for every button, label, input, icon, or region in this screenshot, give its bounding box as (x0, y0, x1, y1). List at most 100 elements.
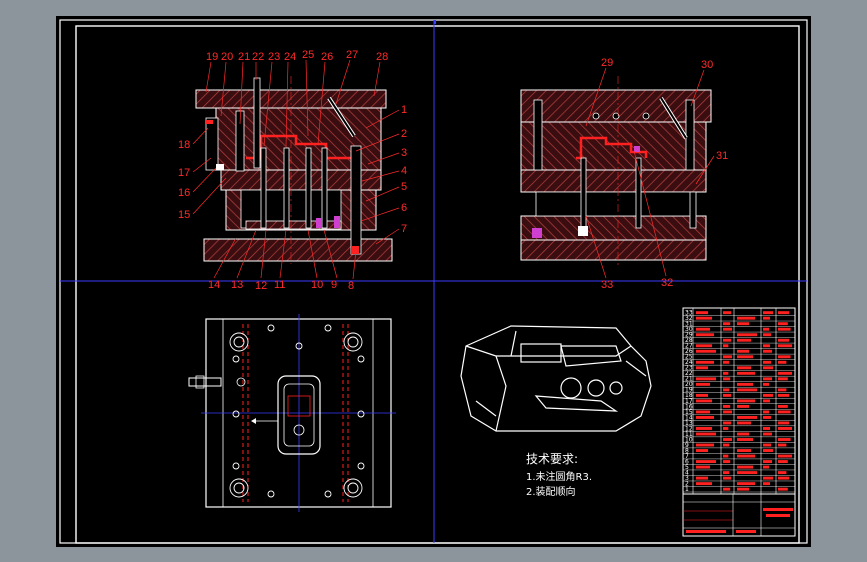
label-21: 21 (238, 51, 250, 63)
front-view-labels: 19 20 21 22 23 24 25 26 27 28 1 2 3 4 5 … (178, 49, 407, 292)
bom-cell-text (723, 344, 729, 348)
bom-cell-text (696, 311, 708, 315)
bom-cell-text (778, 327, 791, 331)
bom-cell-text (696, 377, 716, 381)
bom-cell-text (778, 476, 790, 480)
bom-cell-text (696, 443, 714, 447)
label-15: 15 (178, 209, 190, 221)
label-32: 32 (661, 277, 673, 289)
bom-cell-text (723, 460, 731, 464)
bom-cell-text (778, 404, 788, 408)
label-31: 31 (716, 150, 728, 162)
label-4: 4 (401, 165, 407, 177)
bom-cell-text (723, 443, 730, 447)
bom-cell-text (723, 388, 730, 392)
bom-cell-text (696, 415, 714, 419)
bom-row-number: 8 (685, 447, 689, 454)
bom-cell-text (763, 360, 771, 364)
product-isometric (460, 325, 652, 432)
bom-cell-text (696, 427, 712, 430)
bom-cell-text (763, 476, 773, 480)
bom-row-number: 32 (685, 315, 693, 322)
bom-cell-text (696, 482, 712, 486)
bom-cell-text (696, 432, 716, 436)
bom-cell-text (696, 349, 716, 353)
bom-row-number: 26 (685, 348, 693, 355)
bom-cell-text (723, 427, 729, 430)
label-23: 23 (268, 51, 280, 63)
bom-cell-text (696, 460, 716, 464)
bom-cell-text (723, 311, 732, 315)
bom-cell-text (763, 482, 770, 486)
bom-cell-text (723, 371, 729, 375)
bom-cell-text (763, 443, 771, 447)
label-5: 5 (401, 181, 407, 193)
side-view-labels: 29 30 31 32 33 (585, 57, 728, 291)
bom-cell-text (723, 327, 732, 331)
bom-cell-text (763, 449, 773, 452)
bom-cell-text (696, 399, 712, 403)
bom-row-number: 4 (685, 469, 689, 476)
bom-row-number: 29 (685, 332, 693, 339)
bom-cell-text (778, 338, 790, 342)
bom-cell-text (778, 487, 788, 491)
bom-cell-text (763, 382, 769, 386)
label-24: 24 (284, 51, 296, 63)
bom-cell-text (763, 465, 769, 469)
bom-cell-text (723, 476, 732, 480)
bom-cell-text (778, 322, 788, 326)
bom-row-number: 30 (685, 326, 693, 333)
bom-cell-text (763, 460, 772, 464)
bom-cell-text (778, 393, 790, 397)
bom-cell-text (723, 410, 732, 414)
drawing-sheet: 19 20 21 22 23 24 25 26 27 28 1 2 3 4 5 … (56, 16, 811, 547)
label-8: 8 (348, 280, 354, 292)
bom-cell-text (696, 327, 710, 331)
bom-cell-text (778, 344, 792, 348)
bom-cell-text (737, 471, 757, 475)
bom-cell-text (763, 349, 772, 353)
bom-cell-text (696, 316, 712, 320)
bom-cell-text (778, 360, 787, 364)
bom-cell-text (778, 438, 791, 441)
label-3: 3 (401, 147, 407, 159)
bom-cell-text (723, 487, 731, 491)
label-17: 17 (178, 167, 190, 179)
bom-cell-text (737, 432, 749, 436)
bom-cell-text (696, 333, 714, 337)
bom-row-number: 20 (685, 381, 693, 388)
bom-cell-text (723, 377, 731, 381)
bom-cell-text (723, 322, 731, 326)
bom-row-number: 2 (685, 480, 689, 487)
label-12: 12 (255, 280, 267, 292)
bom-row-number: 24 (685, 359, 693, 366)
bom-cell-text (737, 382, 753, 386)
label-9: 9 (331, 279, 337, 291)
bom-cell-text (737, 421, 751, 425)
bom-cell-text (723, 338, 732, 342)
bom-cell-text (763, 344, 770, 348)
bom-row-number: 3 (685, 475, 689, 482)
bom-cell-text (696, 360, 714, 364)
bom-row-number: 21 (685, 376, 693, 383)
bom-cell-text (778, 410, 791, 414)
bom-cell-text (763, 327, 769, 331)
label-33: 33 (601, 279, 613, 291)
label-28: 28 (376, 51, 388, 63)
bom-cell-text (778, 471, 787, 475)
label-27: 27 (346, 49, 358, 61)
bom-row-number: 10 (685, 436, 693, 443)
bom-cell-text (696, 382, 710, 386)
bom-cell-text (723, 393, 732, 397)
bom-cell-text (778, 427, 792, 430)
bom-cell-text (778, 454, 792, 458)
tech-req-item-1: 1.未注圆角R3. (526, 470, 592, 483)
bom-cell-text (763, 393, 773, 397)
bom-cell-text (763, 316, 770, 320)
title-block: 3332313029282726252423222120191817161514… (682, 307, 796, 537)
bom-row-number: 19 (685, 387, 693, 394)
label-18: 18 (178, 139, 190, 151)
label-13: 13 (231, 279, 243, 291)
bom-row-number: 1 (685, 486, 689, 493)
bom-row-number: 28 (685, 337, 693, 344)
